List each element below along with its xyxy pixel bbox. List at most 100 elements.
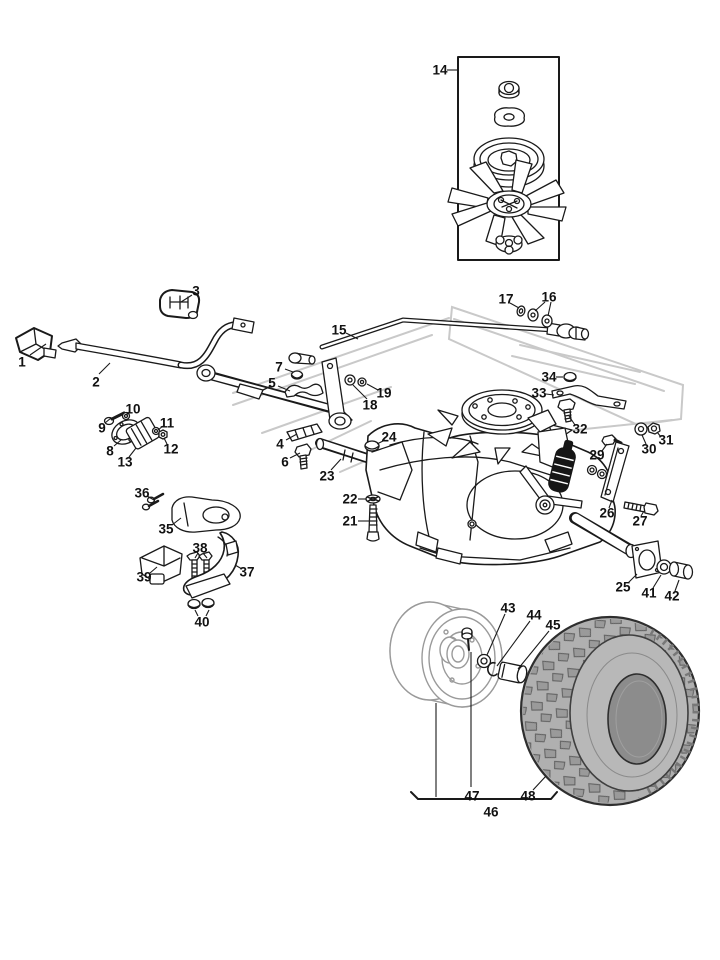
- leader-line-29: [601, 443, 608, 452]
- part-label-21: 21: [342, 514, 358, 529]
- leader-line-11: [157, 425, 164, 431]
- part-label-38: 38: [192, 541, 208, 556]
- leader-line-39: [149, 566, 158, 574]
- leader-line-31: [656, 431, 662, 438]
- shift-lever-assembly: [15, 289, 337, 414]
- part-label-12: 12: [163, 442, 178, 457]
- leader-line-12: [163, 437, 168, 445]
- part-label-33: 33: [531, 386, 547, 401]
- part-label-16: 16: [541, 290, 557, 305]
- leader-line-4: [285, 433, 298, 441]
- cam-plate-parts: [103, 411, 168, 450]
- part-label-25: 25: [615, 580, 631, 595]
- part-label-4: 4: [276, 437, 284, 452]
- leader-line-37: [234, 564, 243, 570]
- part-label-5: 5: [268, 376, 276, 391]
- transaxle-assembly: [315, 389, 637, 566]
- leader-line-15: [345, 332, 359, 340]
- part-label-14: 14: [432, 63, 448, 78]
- leader-line-40: [205, 609, 210, 617]
- leader-line-18: [352, 384, 368, 400]
- part-label-27: 27: [632, 514, 647, 529]
- leader-line-36: [146, 495, 155, 501]
- leader-line-8: [113, 439, 122, 447]
- part-label-3: 3: [192, 284, 200, 299]
- leader-line-16: [534, 301, 546, 312]
- part-label-45: 45: [545, 618, 561, 633]
- wheel-rim-assembly: [389, 601, 528, 708]
- part-label-2: 2: [92, 375, 100, 390]
- right-side-parts: [551, 371, 694, 580]
- leader-line-45: [517, 630, 550, 670]
- part-label-46: 46: [483, 805, 499, 820]
- leader-line-6: [289, 452, 301, 459]
- leader-line-25: [627, 573, 638, 584]
- part-label-39: 39: [136, 570, 151, 585]
- part-label-24: 24: [381, 430, 397, 445]
- leader-line-33: [545, 393, 555, 396]
- part-label-22: 22: [342, 492, 357, 507]
- part-label-13: 13: [117, 455, 133, 470]
- leader-line-44: [496, 620, 531, 667]
- leader-line-38: [194, 552, 199, 559]
- leader-line-42: [674, 579, 680, 592]
- leader-line-41: [652, 574, 662, 589]
- part-label-19: 19: [376, 386, 391, 401]
- part-label-37: 37: [239, 565, 254, 580]
- part-label-23: 23: [319, 469, 335, 484]
- part-label-40: 40: [194, 615, 209, 630]
- part-label-32: 32: [572, 422, 587, 437]
- leader-line-23: [330, 458, 342, 471]
- leader-line-10: [125, 411, 131, 416]
- part-label-6: 6: [281, 455, 289, 470]
- leader-line-30: [641, 434, 647, 445]
- leader-line-17: [509, 302, 520, 309]
- part-label-43: 43: [500, 601, 516, 616]
- part-label-11: 11: [160, 416, 175, 431]
- leader-line-48: [532, 775, 547, 791]
- part-label-35: 35: [158, 522, 174, 537]
- part-label-47: 47: [464, 789, 479, 804]
- group-bracket-46: [410, 791, 558, 800]
- leader-line-32: [568, 415, 576, 426]
- part-labels-layer: 1234567891011121314151617181921222324252…: [18, 63, 680, 820]
- brake-rod-assembly: [319, 305, 590, 350]
- leader-line-19: [366, 383, 379, 391]
- pulley-fan-kit-box: [447, 56, 567, 261]
- leader-line-16: [547, 301, 552, 317]
- leader-line-26: [608, 499, 613, 509]
- part-label-26: 26: [599, 506, 615, 521]
- part-label-10: 10: [125, 402, 140, 417]
- part-label-48: 48: [520, 789, 536, 804]
- tire: [519, 615, 701, 807]
- part-label-34: 34: [541, 370, 557, 385]
- leader-line-1: [29, 343, 47, 356]
- part-label-44: 44: [526, 608, 542, 623]
- leader-line-5: [277, 385, 291, 392]
- part-label-17: 17: [498, 292, 513, 307]
- leader-line-43: [486, 613, 506, 656]
- part-label-7: 7: [275, 360, 283, 375]
- leader-line-35: [171, 517, 182, 526]
- part-label-9: 9: [98, 421, 106, 436]
- pedal-guard-parts: [139, 492, 241, 610]
- part-label-29: 29: [589, 448, 604, 463]
- part-label-15: 15: [331, 323, 347, 338]
- part-label-42: 42: [664, 589, 679, 604]
- leader-line-40: [194, 609, 199, 617]
- leader-line-38: [202, 552, 208, 559]
- leader-line-2: [98, 362, 111, 375]
- part-label-41: 41: [641, 586, 657, 601]
- leader-line-7: [284, 368, 294, 373]
- leader-line-27: [640, 510, 645, 517]
- leader-line-24: [376, 439, 386, 445]
- part-label-31: 31: [658, 433, 674, 448]
- linkage-bracket-parts: [284, 352, 367, 470]
- part-label-1: 1: [18, 355, 26, 370]
- leader-line-13: [128, 447, 137, 458]
- part-label-36: 36: [134, 486, 150, 501]
- part-label-18: 18: [362, 398, 378, 413]
- leader-line-9: [104, 417, 112, 424]
